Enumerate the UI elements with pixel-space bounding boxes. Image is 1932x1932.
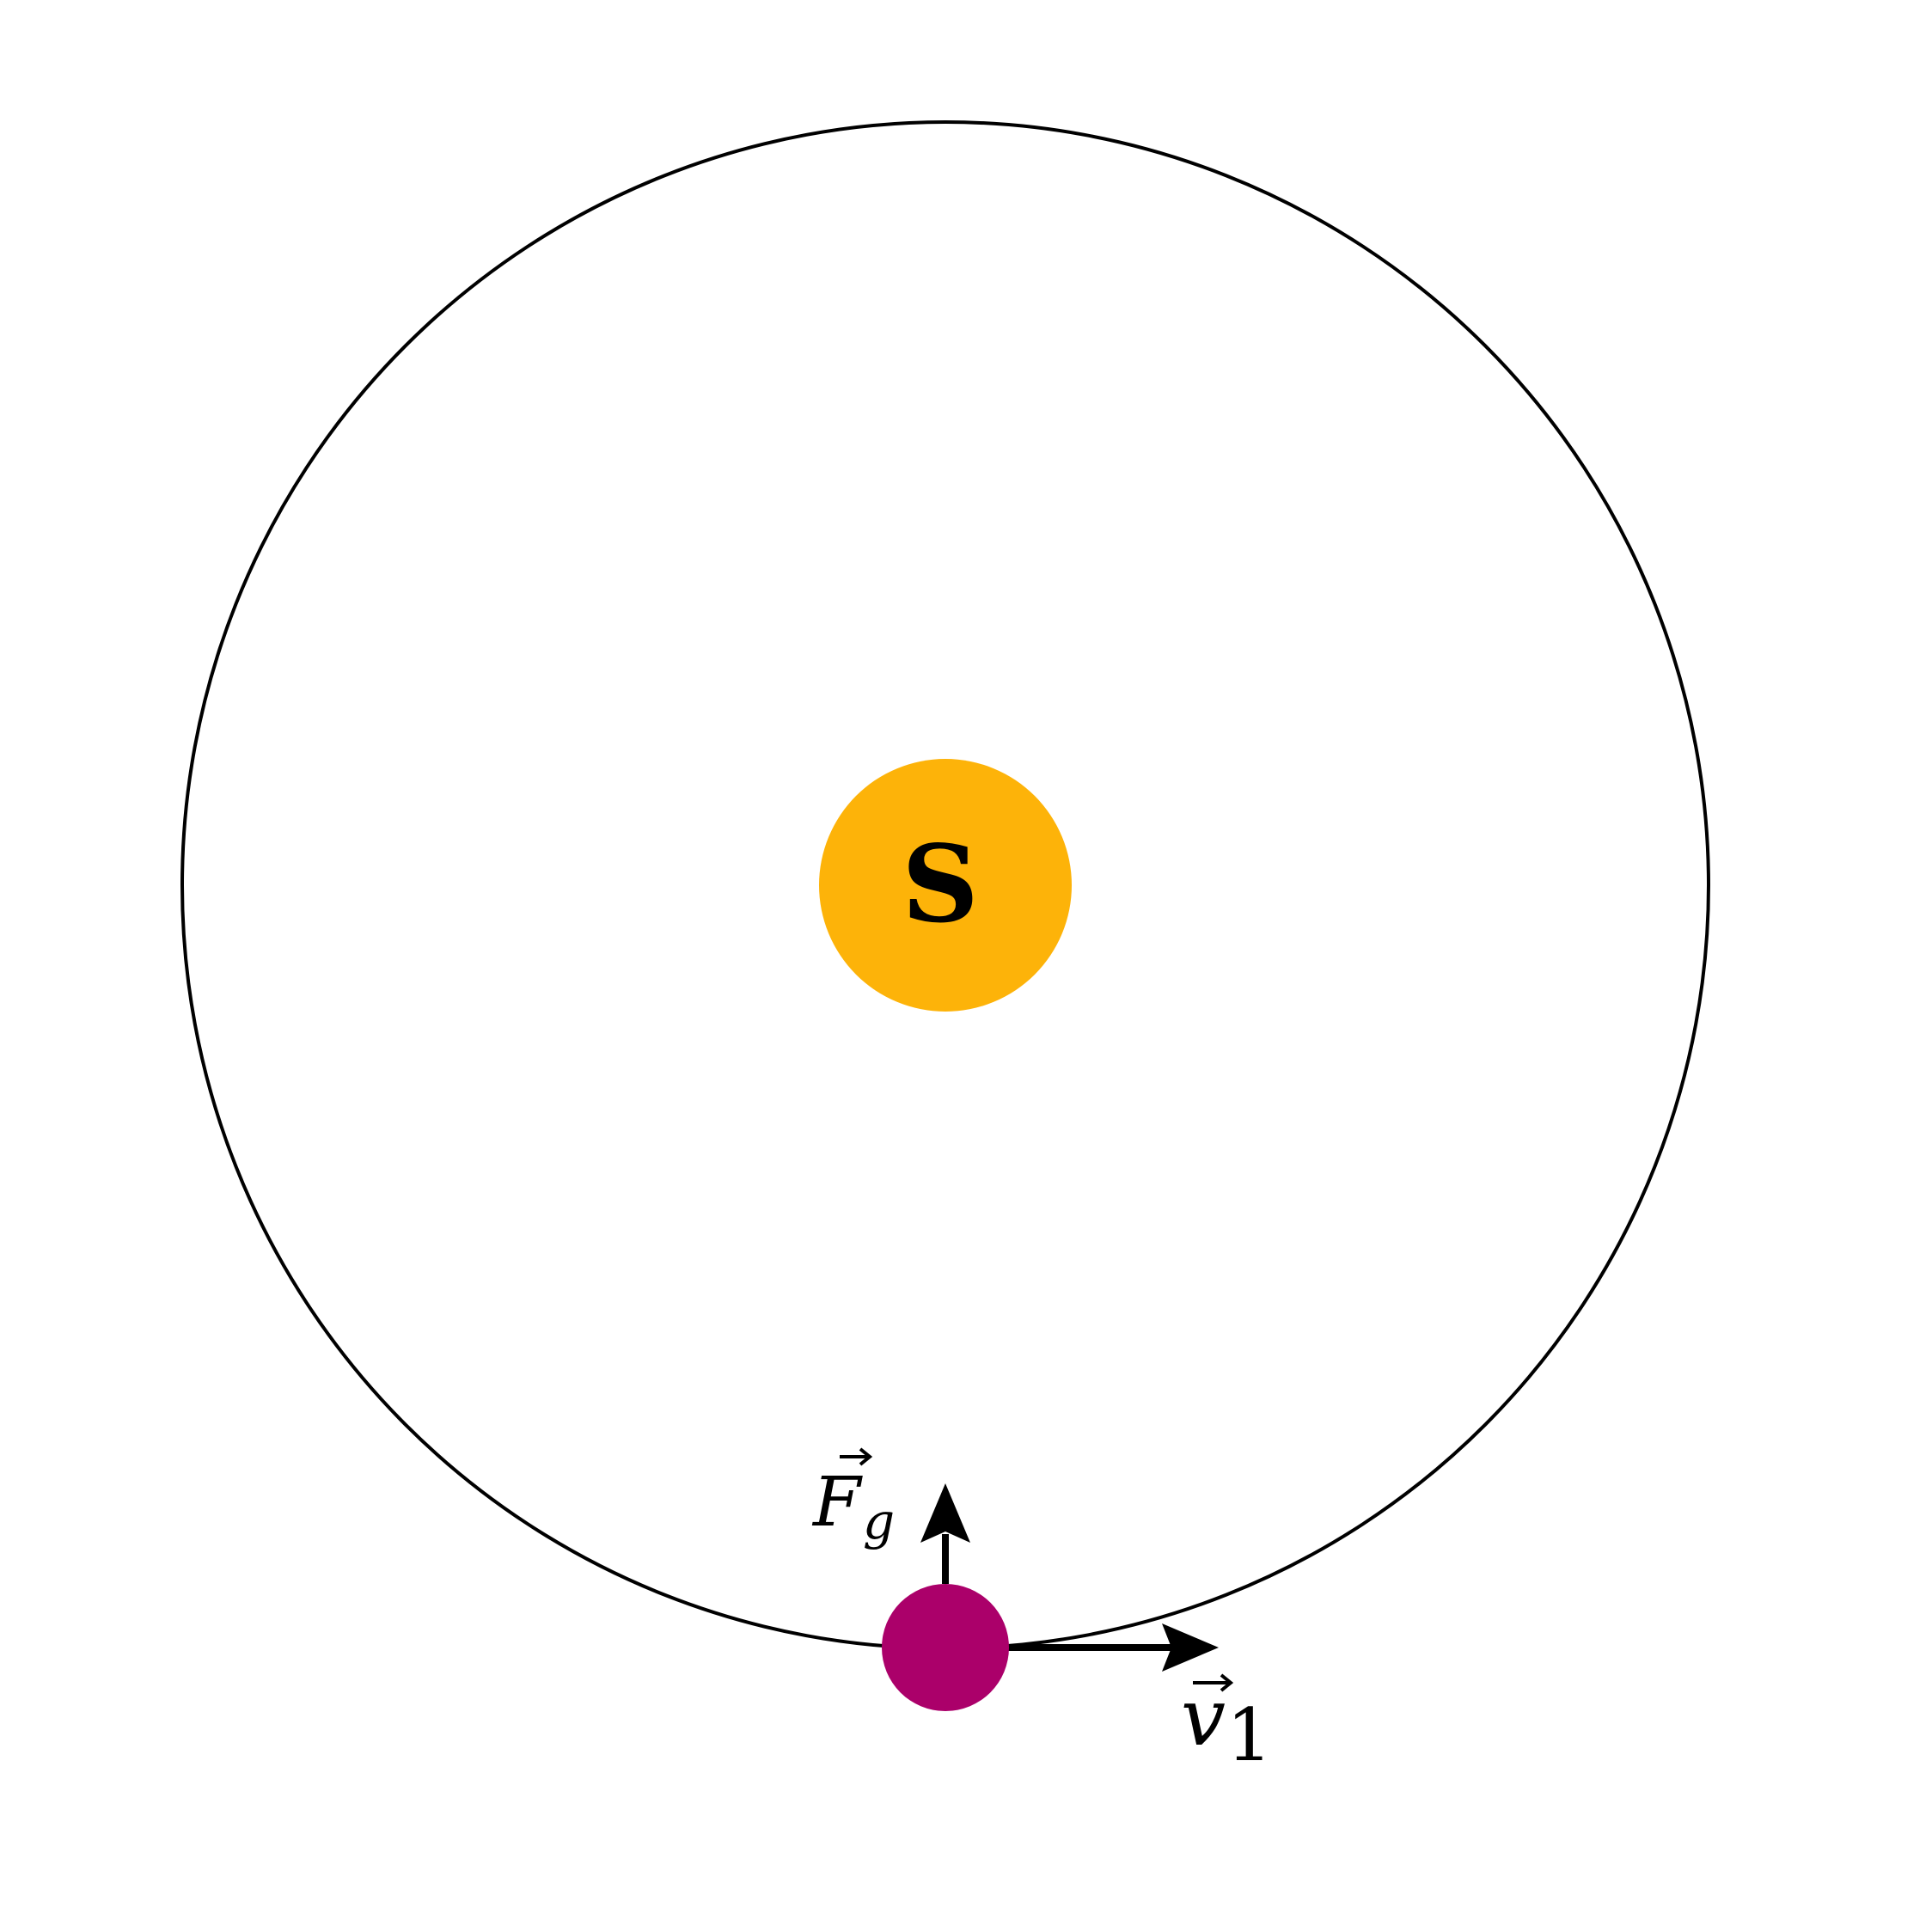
force-vector-arrowhead (920, 1483, 970, 1543)
velocity-vector-arrowhead (1162, 1623, 1219, 1672)
planet (882, 1584, 1009, 1711)
velocity-label-arrow-icon (1193, 1673, 1234, 1692)
force-label-symbol: F (811, 1462, 863, 1542)
sun (819, 759, 1072, 1012)
force-label-arrow-icon (840, 1447, 873, 1466)
force-label-subscript: g (863, 1492, 895, 1550)
velocity-vector-label: v 1 (1181, 1672, 1272, 1777)
sun-label: S (902, 822, 979, 947)
force-vector-label: F g (811, 1447, 895, 1550)
velocity-label-subscript: 1 (1226, 1693, 1272, 1777)
velocity-label-symbol: v (1181, 1672, 1226, 1764)
